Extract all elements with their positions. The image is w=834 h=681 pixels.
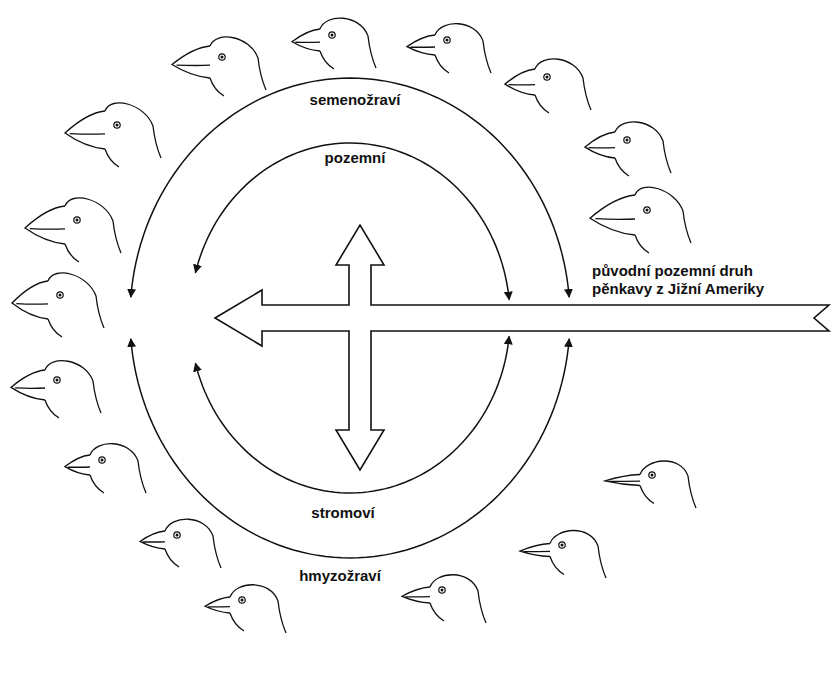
head-outline <box>550 530 606 578</box>
head-outline <box>615 122 671 176</box>
head-outline <box>65 198 121 262</box>
group-label: semenožraví <box>310 91 401 109</box>
eye <box>99 457 105 463</box>
beak <box>172 46 210 78</box>
eye <box>544 74 550 80</box>
head-outline <box>165 519 221 568</box>
finch-head <box>590 187 691 253</box>
finch-head <box>140 519 221 568</box>
beak <box>140 531 165 549</box>
finch-head <box>12 273 104 337</box>
pupil <box>59 294 62 297</box>
finch-head <box>520 530 606 578</box>
eye <box>57 292 63 298</box>
beak <box>520 544 550 557</box>
finch-head <box>11 361 101 418</box>
pupil <box>561 544 564 547</box>
pupil <box>646 209 649 212</box>
finch-head <box>205 585 286 633</box>
eye <box>439 587 445 593</box>
beak <box>25 206 65 244</box>
beak <box>12 281 48 319</box>
finch-head <box>65 103 161 167</box>
pupil <box>221 56 224 59</box>
beak <box>505 69 535 95</box>
eye <box>624 137 630 143</box>
finch-head <box>172 37 266 96</box>
beak <box>11 370 45 400</box>
pupil <box>76 219 79 222</box>
head-outline <box>90 444 146 493</box>
pupil <box>331 34 334 37</box>
eye <box>114 122 120 128</box>
group-label: původní pozemní druh pěnkavy z Jižní Ame… <box>592 262 807 298</box>
eye <box>649 472 655 478</box>
head-outline <box>320 18 376 69</box>
pupil <box>56 379 59 382</box>
beak <box>402 587 430 603</box>
pupil <box>116 124 119 127</box>
beak <box>605 475 640 486</box>
finch-head <box>402 575 486 623</box>
beak <box>65 455 90 475</box>
finch-head <box>505 59 591 113</box>
beak <box>407 35 435 55</box>
finch-head <box>585 122 671 176</box>
head-outline <box>48 273 104 337</box>
head-outline <box>430 575 486 623</box>
group-label: pozemní <box>325 149 386 167</box>
beak <box>65 111 105 149</box>
head-outline <box>230 585 286 633</box>
head-outline <box>435 24 491 73</box>
pupil <box>626 139 629 142</box>
head-outline <box>535 59 591 113</box>
eye <box>174 532 180 538</box>
finch-head <box>292 18 376 69</box>
eye <box>444 37 450 43</box>
eye <box>644 207 650 213</box>
eye <box>239 597 245 603</box>
pupil <box>241 599 244 602</box>
head-outline <box>635 187 691 253</box>
group-label: hmyzožraví <box>299 567 381 585</box>
group-label: stromoví <box>311 504 374 522</box>
head-outline <box>105 103 161 167</box>
eye <box>219 54 225 60</box>
eye <box>559 542 565 548</box>
finch-head <box>25 198 121 262</box>
pupil <box>546 76 549 79</box>
finch-heads <box>11 18 696 633</box>
eye <box>329 32 335 38</box>
eye <box>54 377 60 383</box>
beak <box>585 132 615 158</box>
head-outline <box>45 361 101 418</box>
beak <box>292 29 320 51</box>
finch-head <box>407 24 491 73</box>
pupil <box>441 589 444 592</box>
finch-head <box>65 444 146 493</box>
pupil <box>446 39 449 42</box>
eye <box>74 217 80 223</box>
pupil <box>176 534 179 537</box>
radiation-cross-arrow <box>215 225 829 470</box>
head-outline <box>640 461 696 508</box>
beak <box>590 195 635 235</box>
beak <box>205 597 230 613</box>
head-outline <box>210 37 266 96</box>
pupil <box>651 474 654 477</box>
pupil <box>101 459 104 462</box>
finch-head <box>605 461 696 508</box>
